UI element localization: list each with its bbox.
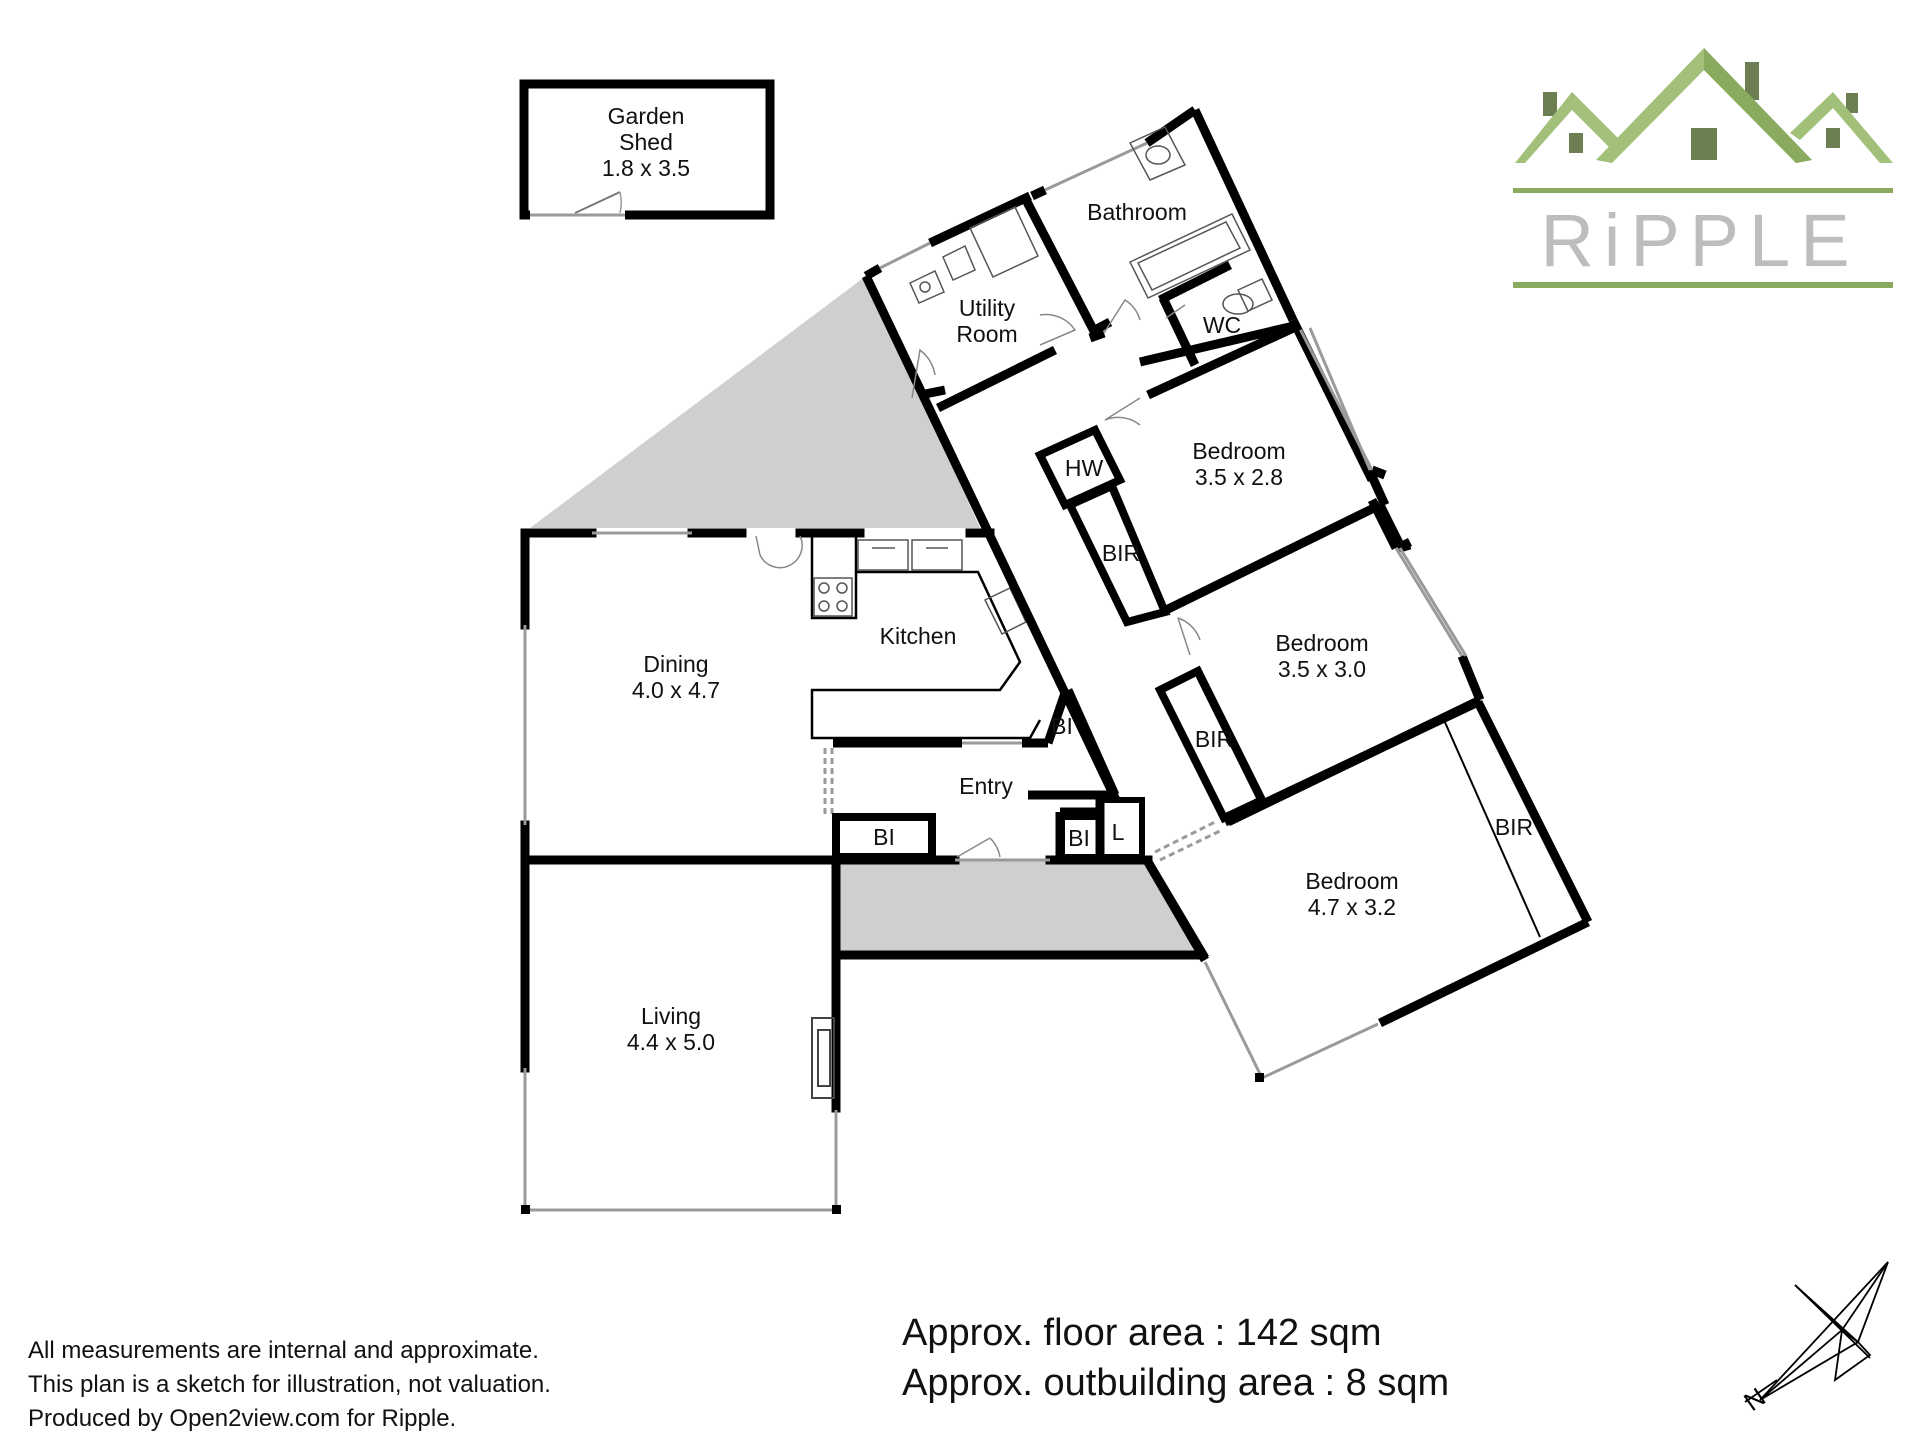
bedroom2-door xyxy=(1177,617,1201,656)
kitchen-name: Kitchen xyxy=(880,623,957,649)
north-block-windows xyxy=(879,141,1374,471)
bi-entry-left-label: BI xyxy=(873,824,895,850)
dryer xyxy=(942,244,976,281)
bi-cupboard-entry-left xyxy=(832,813,936,861)
wc-name: WC xyxy=(1203,312,1241,338)
dining-door xyxy=(755,535,803,569)
floor-area: Approx. floor area : 142 sqm xyxy=(902,1312,1382,1354)
bir2-label: BIR xyxy=(1195,726,1233,752)
bedroom-east-windows xyxy=(1308,327,1468,657)
garden-shed xyxy=(519,79,775,220)
disclaimer-line-3: Produced by Open2view.com for Ripple. xyxy=(28,1405,457,1432)
bir1-cupboard xyxy=(1064,480,1171,627)
living-dims: 4.4 x 5.0 xyxy=(627,1029,715,1055)
front-porch xyxy=(836,860,1196,955)
garden-shed-name-2: Shed xyxy=(619,129,673,155)
garden-shed-dims: 1.8 x 3.5 xyxy=(602,155,690,181)
bir2-rail xyxy=(1194,672,1259,801)
bir3-label: BIR xyxy=(1495,814,1533,840)
fireplace xyxy=(811,1017,835,1099)
linen-label: L xyxy=(1112,819,1125,845)
bedroom3-walls xyxy=(1144,697,1593,1028)
courtyard-triangle xyxy=(530,276,980,528)
dining-dims: 4.0 x 4.7 xyxy=(632,677,720,703)
bedroom2-name: Bedroom xyxy=(1275,630,1368,656)
living-name: Living xyxy=(641,1003,701,1029)
north-block-walls xyxy=(863,106,1387,482)
bedroom1-name: Bedroom xyxy=(1192,438,1285,464)
utility-room-name-2: Room xyxy=(956,321,1017,347)
compass-icon xyxy=(1744,1261,1889,1403)
fridge xyxy=(983,586,1027,636)
bedroom1-dims: 3.5 x 2.8 xyxy=(1195,464,1283,490)
laundry-tub xyxy=(909,269,945,304)
bathroom-name: Bathroom xyxy=(1087,199,1187,225)
bir1-label: BIR xyxy=(1102,540,1140,566)
entry-door xyxy=(956,837,1001,858)
west-wing-windows xyxy=(523,531,838,1213)
disclaimer-line-1: All measurements are internal and approx… xyxy=(28,1337,539,1364)
linen-cupboard xyxy=(1097,797,1145,860)
logo-text: RiPPLE xyxy=(1540,199,1859,282)
kitchen-counters xyxy=(810,536,1042,740)
toilet xyxy=(1222,278,1274,315)
north-doors xyxy=(911,298,1186,399)
bathtub xyxy=(1128,213,1252,299)
entry-windows xyxy=(823,741,1050,862)
bedroom3-dims: 4.7 x 3.2 xyxy=(1308,894,1396,920)
washing-machine xyxy=(969,206,1039,278)
bir3-rail xyxy=(1443,719,1541,938)
hw-cupboard xyxy=(1034,424,1126,511)
bedroom1-door xyxy=(1104,397,1141,426)
cooktop xyxy=(813,577,853,617)
bir1-rail xyxy=(1109,489,1163,609)
bedroom3-name: Bedroom xyxy=(1305,868,1398,894)
sink xyxy=(857,539,963,571)
entry-name: Entry xyxy=(959,773,1013,799)
bi-hall-label: BI xyxy=(1051,713,1073,739)
bi-entry-right-label: BI xyxy=(1068,825,1090,851)
utility-room-name-1: Utility xyxy=(959,295,1016,321)
disclaimer-line-2: This plan is a sketch for illustration, … xyxy=(28,1371,551,1398)
basin xyxy=(1128,126,1187,181)
outbuilding-area: Approx. outbuilding area : 8 sqm xyxy=(902,1362,1450,1404)
garden-shed-name-1: Garden xyxy=(608,103,685,129)
bedroom3-windows xyxy=(1154,820,1379,1080)
bedroom2-dims: 3.5 x 3.0 xyxy=(1278,656,1366,682)
ripple-logo: RiPPLE xyxy=(1513,48,1893,288)
dining-name: Dining xyxy=(643,651,708,677)
hw-label: HW xyxy=(1065,455,1104,481)
